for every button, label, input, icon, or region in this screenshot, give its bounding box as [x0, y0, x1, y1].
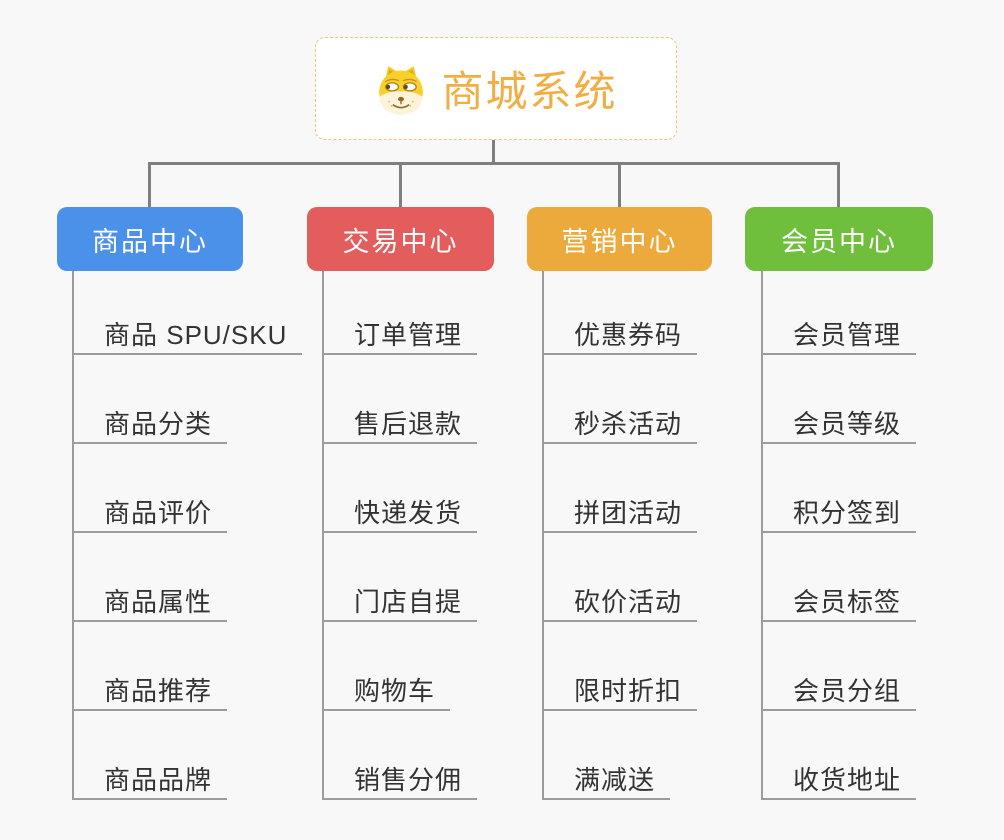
leaf-label: 订单管理	[354, 320, 463, 351]
leaf-node-member-group[interactable]: 会员分组	[763, 622, 917, 711]
leaf-label: 门店自提	[354, 587, 463, 618]
branch-node-member-center[interactable]: 会员中心	[745, 207, 933, 271]
connector-drop-product	[148, 162, 151, 208]
branch-label: 交易中心	[342, 226, 459, 257]
leaf-node-member-level[interactable]: 会员等级	[763, 355, 917, 444]
leaf-node-points-checkin[interactable]: 积分签到	[763, 444, 917, 533]
leaf-node-member-management[interactable]: 会员管理	[763, 271, 917, 355]
leaf-label: 收货地址	[793, 765, 902, 796]
leaf-label: 商品评价	[104, 498, 213, 529]
leaf-node-spend-discount[interactable]: 满减送	[544, 711, 671, 800]
leaf-label: 秒杀活动	[574, 409, 683, 440]
leaf-label: 商品属性	[104, 587, 213, 618]
leaf-label: 会员等级	[793, 409, 902, 440]
leaf-label: 销售分佣	[354, 765, 463, 796]
leaf-label: 快递发货	[354, 498, 463, 529]
branch-children-trade: 订单管理 售后退款 快递发货 门店自提 购物车 销售分佣	[322, 271, 478, 800]
leaf-label: 优惠券码	[574, 320, 683, 351]
branch-node-trade-center[interactable]: 交易中心	[307, 207, 494, 271]
leaf-node-product-review[interactable]: 商品评价	[74, 444, 228, 533]
leaf-label: 商品推荐	[104, 676, 213, 707]
leaf-label: 商品分类	[104, 409, 213, 440]
leaf-label: 满减送	[574, 765, 656, 796]
leaf-label: 限时折扣	[574, 676, 683, 707]
branch-node-marketing-center[interactable]: 营销中心	[527, 207, 712, 271]
connector-drop-marketing	[618, 162, 621, 208]
leaf-node-limited-time-discount[interactable]: 限时折扣	[544, 622, 698, 711]
leaf-label: 会员分组	[793, 676, 902, 707]
leaf-label: 购物车	[354, 676, 436, 707]
root-title: 商城系统	[441, 68, 618, 115]
leaf-node-bargain-activity[interactable]: 砍价活动	[544, 533, 698, 622]
leaf-node-product-category[interactable]: 商品分类	[74, 355, 228, 444]
leaf-node-flash-sale[interactable]: 秒杀活动	[544, 355, 698, 444]
leaf-node-shipping-address[interactable]: 收货地址	[763, 711, 917, 800]
leaf-node-store-pickup[interactable]: 门店自提	[324, 533, 478, 622]
branch-label: 营销中心	[561, 226, 678, 257]
leaf-node-product-brand[interactable]: 商品品牌	[74, 711, 228, 800]
branch-label: 会员中心	[781, 226, 897, 257]
leaf-label: 会员管理	[793, 320, 902, 351]
connector-bus	[148, 162, 840, 165]
leaf-node-express-shipping[interactable]: 快递发货	[324, 444, 478, 533]
branch-node-product-center[interactable]: 商品中心	[57, 207, 243, 271]
leaf-node-aftersale-refund[interactable]: 售后退款	[324, 355, 478, 444]
leaf-node-product-spu-sku[interactable]: 商品 SPU/SKU	[74, 271, 303, 355]
leaf-node-shopping-cart[interactable]: 购物车	[324, 622, 451, 711]
branch-label: 商品中心	[92, 226, 208, 257]
leaf-label: 拼团活动	[574, 498, 683, 529]
branch-children-product: 商品 SPU/SKU 商品分类 商品评价 商品属性 商品推荐 商品品牌	[72, 271, 303, 800]
leaf-node-order-management[interactable]: 订单管理	[324, 271, 478, 355]
doge-icon	[374, 61, 428, 117]
leaf-label: 砍价活动	[574, 587, 683, 618]
leaf-node-product-recommend[interactable]: 商品推荐	[74, 622, 228, 711]
leaf-label: 售后退款	[354, 409, 463, 440]
leaf-label: 积分签到	[793, 498, 902, 529]
branch-children-member: 会员管理 会员等级 积分签到 会员标签 会员分组 收货地址	[761, 271, 917, 800]
leaf-label: 商品品牌	[104, 765, 213, 796]
leaf-node-coupon-code[interactable]: 优惠券码	[544, 271, 698, 355]
branch-children-marketing: 优惠券码 秒杀活动 拼团活动 砍价活动 限时折扣 满减送	[542, 271, 698, 800]
leaf-label: 商品 SPU/SKU	[104, 320, 288, 351]
leaf-node-member-tag[interactable]: 会员标签	[763, 533, 917, 622]
connector-root-drop	[492, 140, 495, 165]
root-node[interactable]: 商城系统	[315, 37, 677, 140]
leaf-node-group-buy[interactable]: 拼团活动	[544, 444, 698, 533]
leaf-label: 会员标签	[793, 587, 902, 618]
leaf-node-product-attribute[interactable]: 商品属性	[74, 533, 228, 622]
connector-drop-member	[837, 162, 840, 208]
connector-drop-trade	[399, 162, 402, 208]
leaf-node-sales-commission[interactable]: 销售分佣	[324, 711, 478, 800]
